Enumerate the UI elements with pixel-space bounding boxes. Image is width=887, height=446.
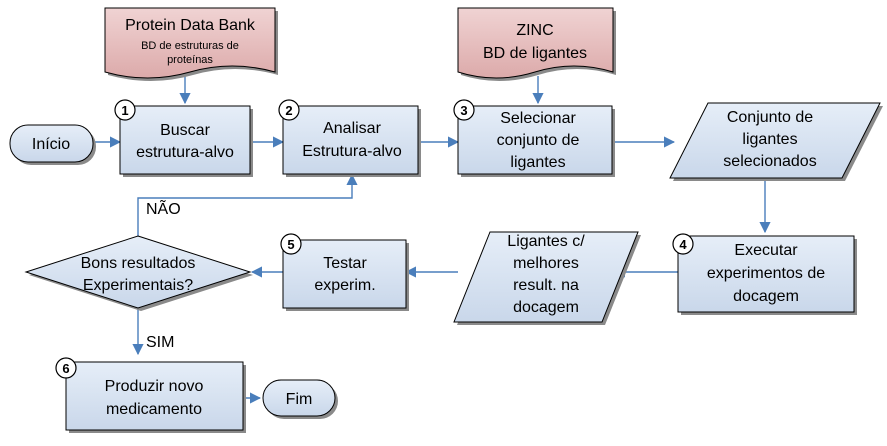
- best-line-1: Ligantes c/: [507, 233, 585, 250]
- step-1-badge: [114, 99, 136, 121]
- step-4-executar: Executar experimentos de docagem 4: [672, 233, 857, 315]
- zinc-title: ZINC: [516, 22, 553, 39]
- step-3-selecionar: Selecionar conjunto de ligantes 3: [453, 99, 615, 177]
- database-protein-data-bank: Protein Data Bank BD de estruturas de pr…: [104, 7, 278, 81]
- step-5-badge: [280, 233, 302, 255]
- step-2-line-2: Estrutura-alvo: [302, 143, 402, 160]
- decision-line-1: Bons resultados: [81, 255, 196, 272]
- selected-line-3: selecionados: [723, 153, 816, 170]
- step-6-badge: [55, 357, 77, 379]
- start-terminal: Início: [9, 124, 96, 165]
- step-3-badge: [453, 99, 475, 121]
- step-2-badge: [278, 99, 300, 121]
- step-1-line-1: Buscar: [160, 122, 210, 139]
- zinc-subtitle: BD de ligantes: [483, 45, 587, 62]
- end-label: Fim: [286, 391, 313, 408]
- step-3-number: 3: [460, 103, 467, 118]
- step-4-line-1: Executar: [734, 242, 798, 259]
- edges: [93, 76, 771, 404]
- step-6-line-2: medicamento: [106, 401, 202, 418]
- step-6-line-1: Produzir novo: [105, 378, 204, 395]
- data-ligantes-selecionados: Conjunto de ligantes selecionados: [669, 102, 883, 181]
- edge-label-sim: SIM: [146, 334, 174, 351]
- step-5-line-2: experim.: [314, 277, 375, 294]
- best-line-2: melhores: [513, 255, 579, 272]
- step-2-line-1: Analisar: [323, 120, 381, 137]
- pdb-subtitle-line-2: proteínas: [167, 54, 213, 66]
- decision-bons-resultados: Bons resultados Experimentais?: [24, 235, 253, 311]
- step-5-number: 5: [287, 237, 294, 252]
- selected-line-1: Conjunto de: [727, 109, 813, 126]
- step-1-buscar: Buscar estrutura-alvo 1: [114, 99, 253, 177]
- edge-label-nao: NÃO: [146, 198, 181, 218]
- step-2-analisar: Analisar Estrutura-alvo 2: [278, 99, 421, 177]
- edge-decisao-nao-to-analisar: [137, 173, 358, 236]
- step-6-produzir: Produzir novo medicamento 6: [55, 357, 246, 433]
- step-4-number: 4: [679, 237, 687, 252]
- step-3-line-2: conjunto de: [497, 132, 580, 149]
- decision-line-2: Experimentais?: [83, 277, 193, 294]
- step-4-line-2: experimentos de: [707, 265, 825, 282]
- pdb-subtitle-line-1: BD de estruturas de: [141, 40, 239, 52]
- step-2-number: 2: [285, 103, 292, 118]
- start-label: Início: [32, 136, 70, 153]
- best-line-4: docagem: [513, 299, 579, 316]
- step-5-testar: Testar experim. 5: [280, 233, 409, 311]
- data-ligantes-melhores: Ligantes c/ melhores result. na docagem: [453, 231, 641, 325]
- selected-line-2: ligantes: [742, 131, 797, 148]
- step-3-line-3: ligantes: [510, 154, 565, 171]
- step-5-line-1: Testar: [323, 255, 367, 272]
- step-3-line-1: Selecionar: [500, 110, 576, 127]
- step-1-number: 1: [121, 103, 128, 118]
- step-4-line-3: docagem: [733, 288, 799, 305]
- pdb-title: Protein Data Bank: [125, 17, 256, 34]
- step-1-line-2: estrutura-alvo: [136, 144, 234, 161]
- end-terminal: Fim: [262, 379, 338, 419]
- database-zinc: ZINC BD de ligantes: [457, 7, 616, 81]
- step-4-badge: [672, 233, 694, 255]
- step-6-number: 6: [62, 361, 69, 376]
- best-line-3: result. na: [513, 277, 579, 294]
